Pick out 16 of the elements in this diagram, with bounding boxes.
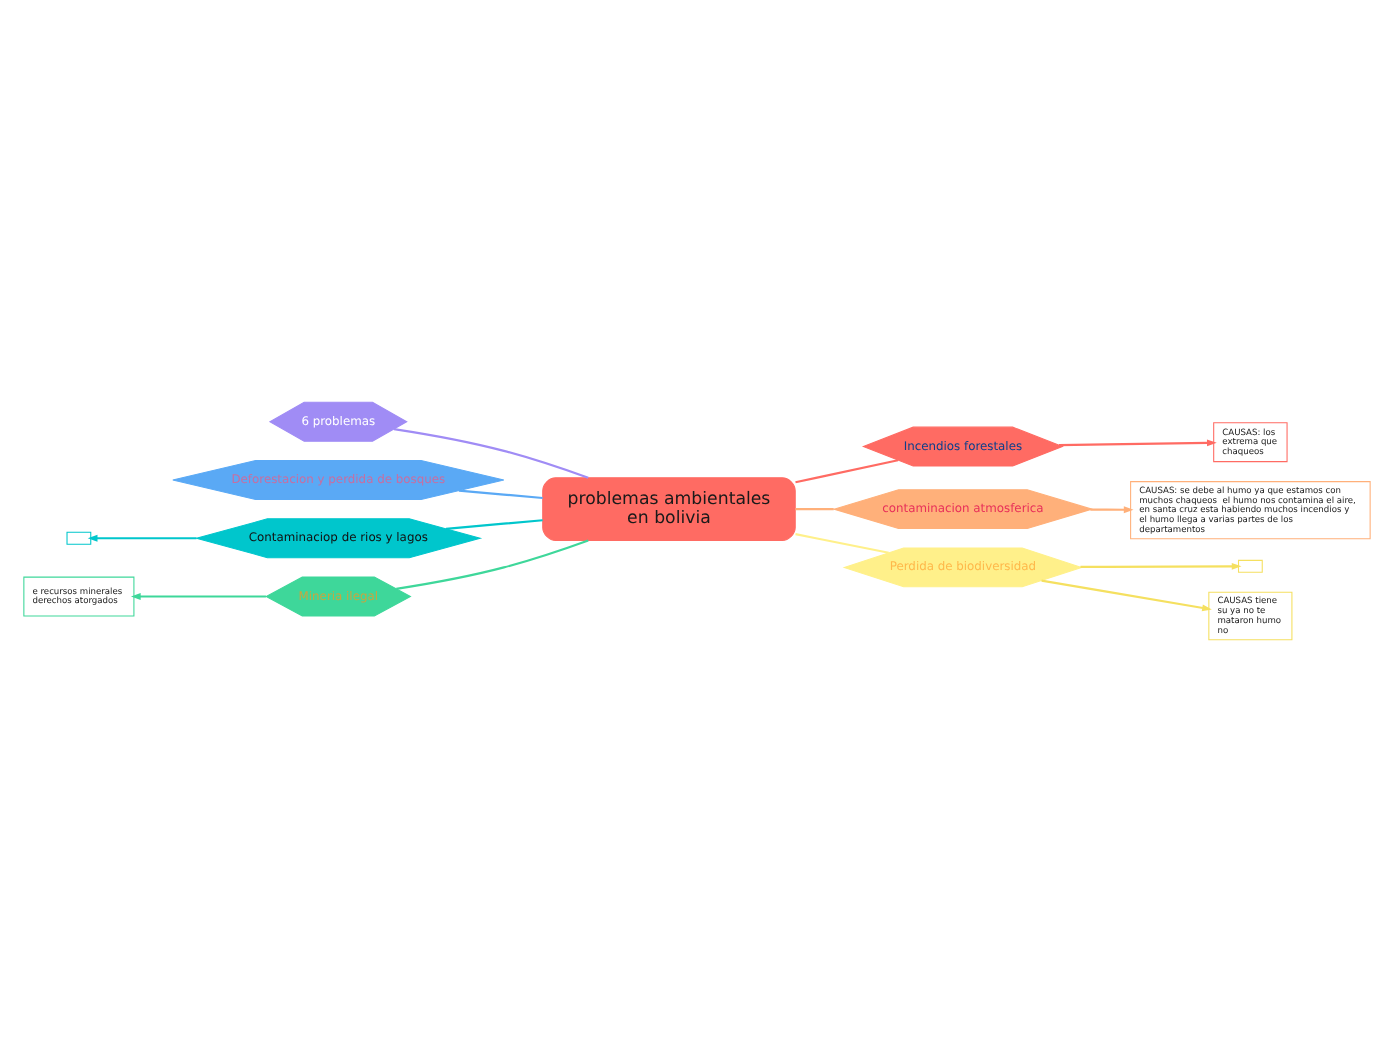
node-box xyxy=(66,530,92,544)
arrow xyxy=(87,533,197,541)
connector xyxy=(795,507,834,510)
arrow xyxy=(130,592,266,599)
arrow xyxy=(1080,561,1242,569)
connector xyxy=(795,458,899,483)
arrow xyxy=(1041,578,1212,611)
connector xyxy=(393,427,589,478)
connector xyxy=(445,518,543,529)
node-box: problemas ambientales en bolivia xyxy=(542,476,796,540)
connector xyxy=(458,488,543,499)
node-box xyxy=(1237,558,1263,572)
arrow xyxy=(1058,438,1217,446)
connector xyxy=(795,532,889,553)
arrow xyxy=(1090,505,1134,513)
connector xyxy=(396,538,589,589)
